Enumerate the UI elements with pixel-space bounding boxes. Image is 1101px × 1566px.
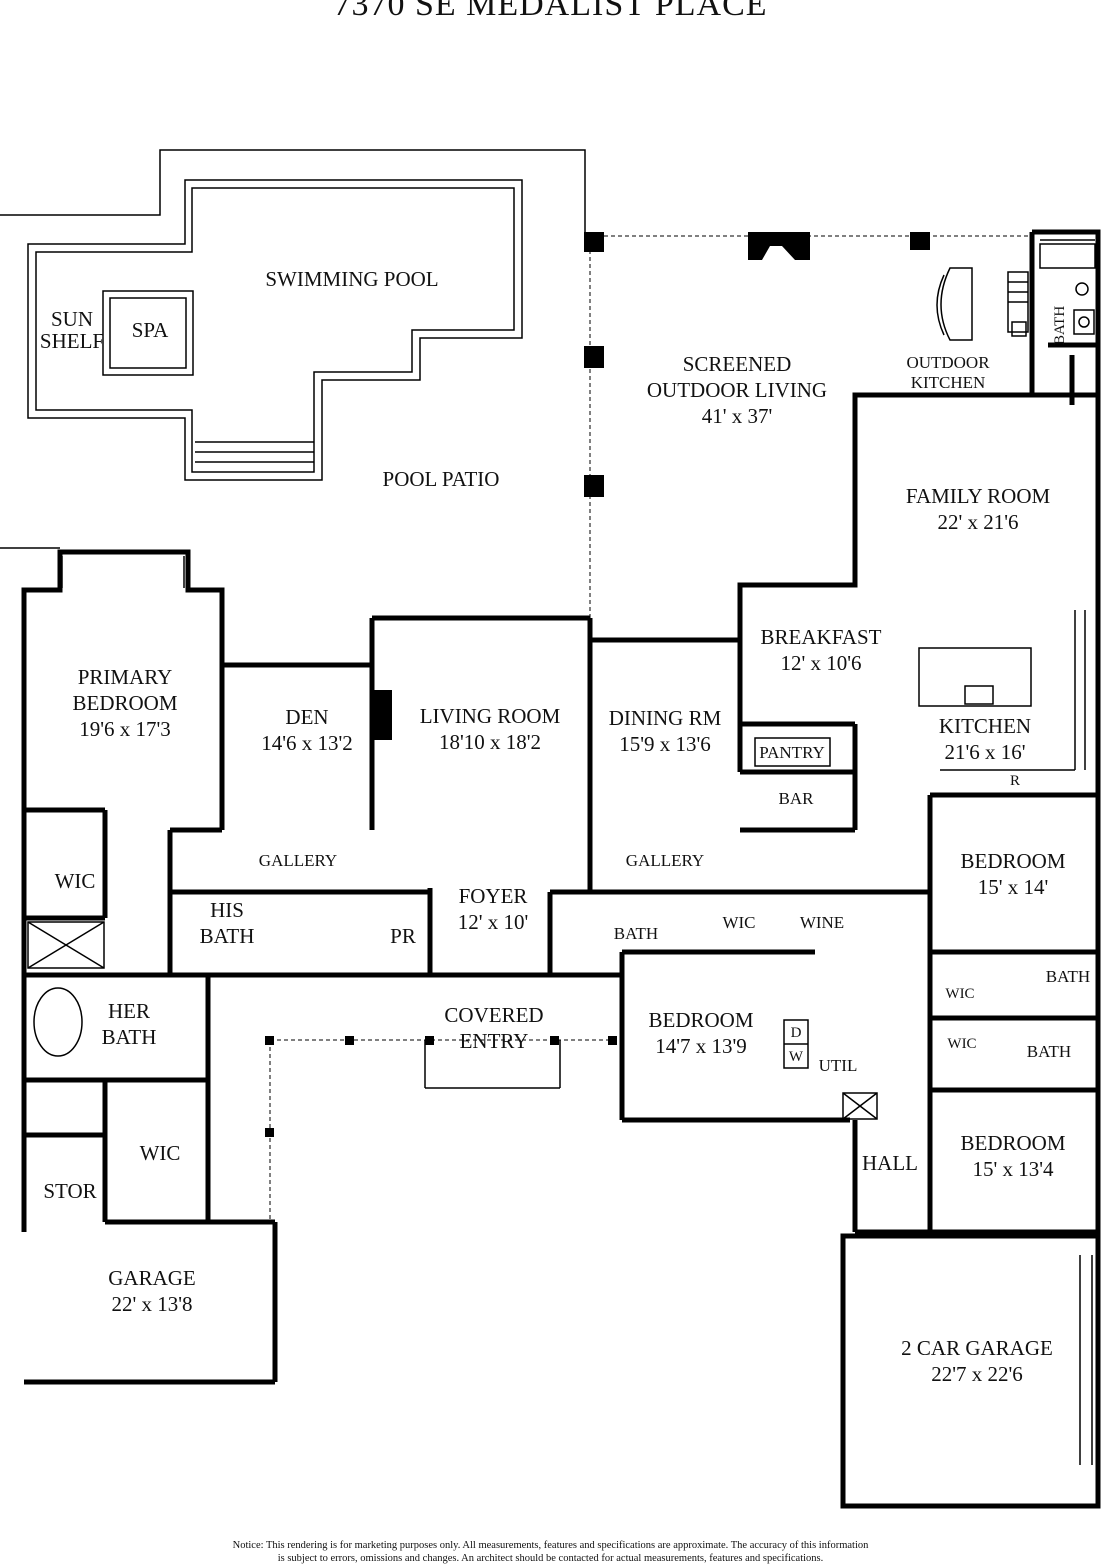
label-den: DEN (285, 705, 328, 729)
label-washer: W (789, 1049, 804, 1065)
label-her-bath-2: BATH (102, 1025, 157, 1049)
label-two-car-garage-dim: 22'7 x 22'6 (931, 1362, 1023, 1386)
label-wine: WINE (800, 913, 844, 932)
label-wic-lower: WIC (140, 1141, 181, 1165)
label-primary-bedroom-dim: 19'6 x 17'3 (79, 717, 171, 741)
screened-porch-walls (584, 232, 1030, 640)
label-bath-top-right: BATH (1052, 306, 1068, 345)
label-bar: BAR (779, 789, 815, 808)
label-util: UTIL (819, 1056, 858, 1075)
label-garage: GARAGE (108, 1266, 196, 1290)
label-primary-bedroom-1: PRIMARY (78, 665, 173, 689)
label-spa: SPA (132, 318, 169, 342)
notice-line-1: Notice: This rendering is for marketing … (232, 1540, 869, 1551)
label-bath-right-a: BATH (1046, 967, 1090, 986)
label-wic-mid: WIC (722, 913, 755, 932)
plan-title: 7370 SE MEDALIST PLACE (333, 0, 768, 23)
label-foyer: FOYER (459, 884, 528, 908)
label-breakfast-dim: 12' x 10'6 (780, 651, 861, 675)
main-walls (21, 229, 1101, 1509)
label-bedroom-right-lower-dim: 15' x 13'4 (972, 1157, 1054, 1181)
label-sun-shelf-1: SUN (51, 307, 93, 331)
label-her-bath-1: HER (108, 999, 150, 1023)
label-kitchen-dim: 21'6 x 16' (944, 740, 1025, 764)
label-living-room: LIVING ROOM (420, 704, 561, 728)
label-kitchen: KITCHEN (939, 714, 1031, 738)
label-family-room-dim: 22' x 21'6 (937, 510, 1018, 534)
label-breakfast: BREAKFAST (761, 625, 882, 649)
label-living-room-dim: 18'10 x 18'2 (439, 730, 541, 754)
room-labels: SWIMMING POOL SPA SUN SHELF POOL PATIO S… (40, 267, 1090, 1386)
label-kitchen-r: R (1010, 773, 1020, 789)
label-pool-patio: POOL PATIO (383, 467, 500, 491)
label-bedroom-right-upper: BEDROOM (960, 849, 1065, 873)
label-two-car-garage: 2 CAR GARAGE (901, 1336, 1053, 1360)
label-primary-bedroom-2: BEDROOM (72, 691, 177, 715)
label-outdoor-kitchen-2: KITCHEN (911, 373, 986, 392)
label-foyer-dim: 12' x 10' (458, 910, 529, 934)
label-wic-primary: WIC (55, 869, 96, 893)
label-dryer: D (791, 1025, 802, 1041)
label-bedroom-center-dim: 14'7 x 13'9 (655, 1034, 747, 1058)
label-gallery-left: GALLERY (259, 851, 337, 870)
label-screened-2: OUTDOOR LIVING (647, 378, 827, 402)
label-covered-entry-2: ENTRY (460, 1029, 529, 1053)
label-sun-shelf-2: SHELF (40, 329, 104, 353)
label-bedroom-right-lower: BEDROOM (960, 1131, 1065, 1155)
label-his-bath-2: BATH (200, 924, 255, 948)
label-outdoor-kitchen-1: OUTDOOR (906, 353, 990, 372)
label-garage-dim: 22' x 13'8 (111, 1292, 192, 1316)
label-gallery-right: GALLERY (626, 851, 704, 870)
notice-line-2: is subject to errors, omissions and chan… (277, 1553, 824, 1564)
label-covered-entry-1: COVERED (444, 1003, 543, 1027)
label-his-bath-1: HIS (210, 898, 244, 922)
label-swimming-pool: SWIMMING POOL (265, 267, 438, 291)
label-pantry: PANTRY (759, 743, 825, 762)
label-family-room: FAMILY ROOM (906, 484, 1051, 508)
label-bath-mid: BATH (614, 924, 658, 943)
label-bedroom-right-upper-dim: 15' x 14' (978, 875, 1049, 899)
label-stor: STOR (43, 1179, 96, 1203)
label-screened-dim: 41' x 37' (702, 404, 773, 428)
label-dining-rm-dim: 15'9 x 13'6 (619, 732, 711, 756)
label-dining-rm: DINING RM (609, 706, 722, 730)
label-hall: HALL (862, 1151, 918, 1175)
label-pr: PR (390, 924, 416, 948)
label-screened-1: SCREENED (683, 352, 792, 376)
label-wic-right-b: WIC (947, 1036, 976, 1052)
label-bath-right-b: BATH (1027, 1042, 1071, 1061)
label-den-dim: 14'6 x 13'2 (261, 731, 353, 755)
label-wic-right-a: WIC (945, 986, 974, 1002)
label-bedroom-center: BEDROOM (648, 1008, 753, 1032)
pool-outline (0, 149, 586, 549)
